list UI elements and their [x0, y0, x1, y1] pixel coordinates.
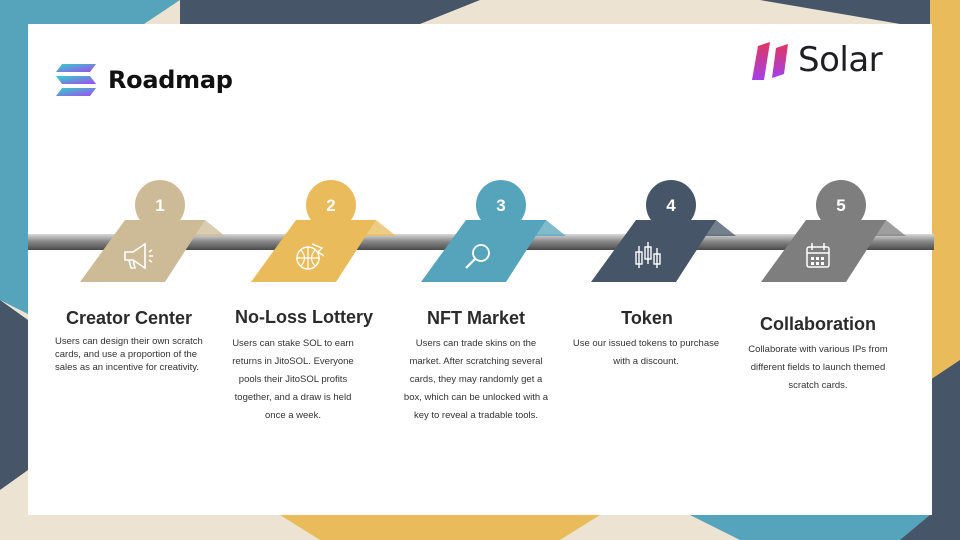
step-marker-1	[80, 180, 225, 282]
step-circle	[476, 180, 526, 230]
step-circle	[816, 180, 866, 230]
step-circle	[306, 180, 356, 230]
step-description: Users can design their own scratch cards…	[55, 336, 203, 373]
step-number: 4	[666, 196, 676, 215]
step-marker-2	[251, 180, 396, 282]
step-title: No-Loss Lottery	[234, 307, 373, 327]
solar-mark-icon	[752, 42, 788, 80]
step-description: Collaborate with various IPs from differ…	[748, 344, 888, 391]
step-marker-4	[591, 180, 736, 282]
step-description: Users can stake SOL to earn returns in J…	[232, 338, 354, 421]
step-number: 5	[836, 196, 846, 215]
step-description: Users can trade skins on the market. Aft…	[403, 338, 549, 421]
step-number: 3	[496, 196, 506, 215]
brand-name: Solar	[798, 40, 883, 80]
megaphone-icon	[124, 242, 153, 270]
step-card	[421, 220, 546, 282]
step-card	[761, 220, 886, 282]
solana-logo-icon	[56, 64, 96, 96]
step-circle	[646, 180, 696, 230]
step-title: Collaboration	[760, 314, 876, 334]
step-title: Token	[621, 308, 673, 328]
step-description: Use our issued tokens to purchase with a…	[572, 338, 720, 367]
step-circle	[135, 180, 185, 230]
globe-plane-icon	[296, 243, 325, 270]
candlestick-chart-icon	[635, 242, 661, 268]
page-title: Roadmap	[108, 66, 233, 94]
step-number: 1	[155, 196, 165, 215]
calendar-icon	[806, 243, 830, 268]
step-card	[591, 220, 716, 282]
step-title: NFT Market	[426, 308, 525, 328]
step-number: 2	[326, 196, 336, 215]
magnifier-icon	[465, 244, 490, 269]
step-title: Creator Center	[65, 308, 193, 328]
step-card	[80, 220, 205, 282]
step-marker-3	[421, 180, 566, 282]
step-marker-5	[761, 180, 906, 282]
